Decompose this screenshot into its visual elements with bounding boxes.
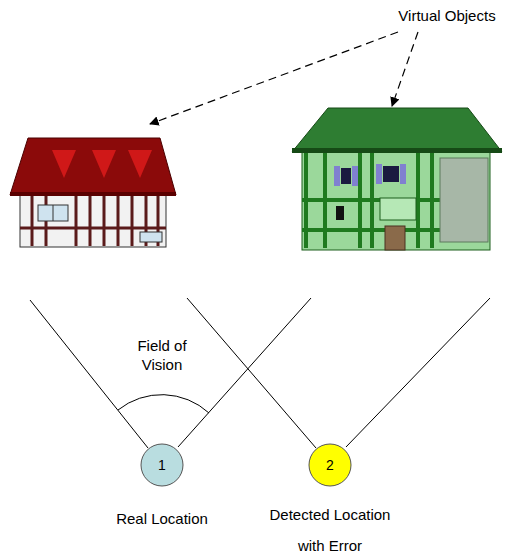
circle-marker: 1 <box>140 443 184 487</box>
location-label: Real Location <box>116 509 208 529</box>
green-house <box>292 108 502 250</box>
circle-marker: 2 <box>308 443 352 487</box>
circle-outline <box>141 444 183 486</box>
circle-outline <box>309 444 351 486</box>
callout-number: 1 <box>140 443 184 487</box>
vision-lines <box>30 298 490 448</box>
callout-number: 2 <box>308 443 352 487</box>
leader-arrows <box>150 32 418 124</box>
group-label: Virtual Objects <box>398 6 495 25</box>
location-circle: 2Detected Location with Error <box>260 443 400 556</box>
location-label: Detected Location with Error <box>260 499 400 556</box>
timber-house <box>10 138 176 247</box>
location-circle: 1Real Location <box>116 443 208 529</box>
angle-label: Field of Vision <box>126 336 198 374</box>
